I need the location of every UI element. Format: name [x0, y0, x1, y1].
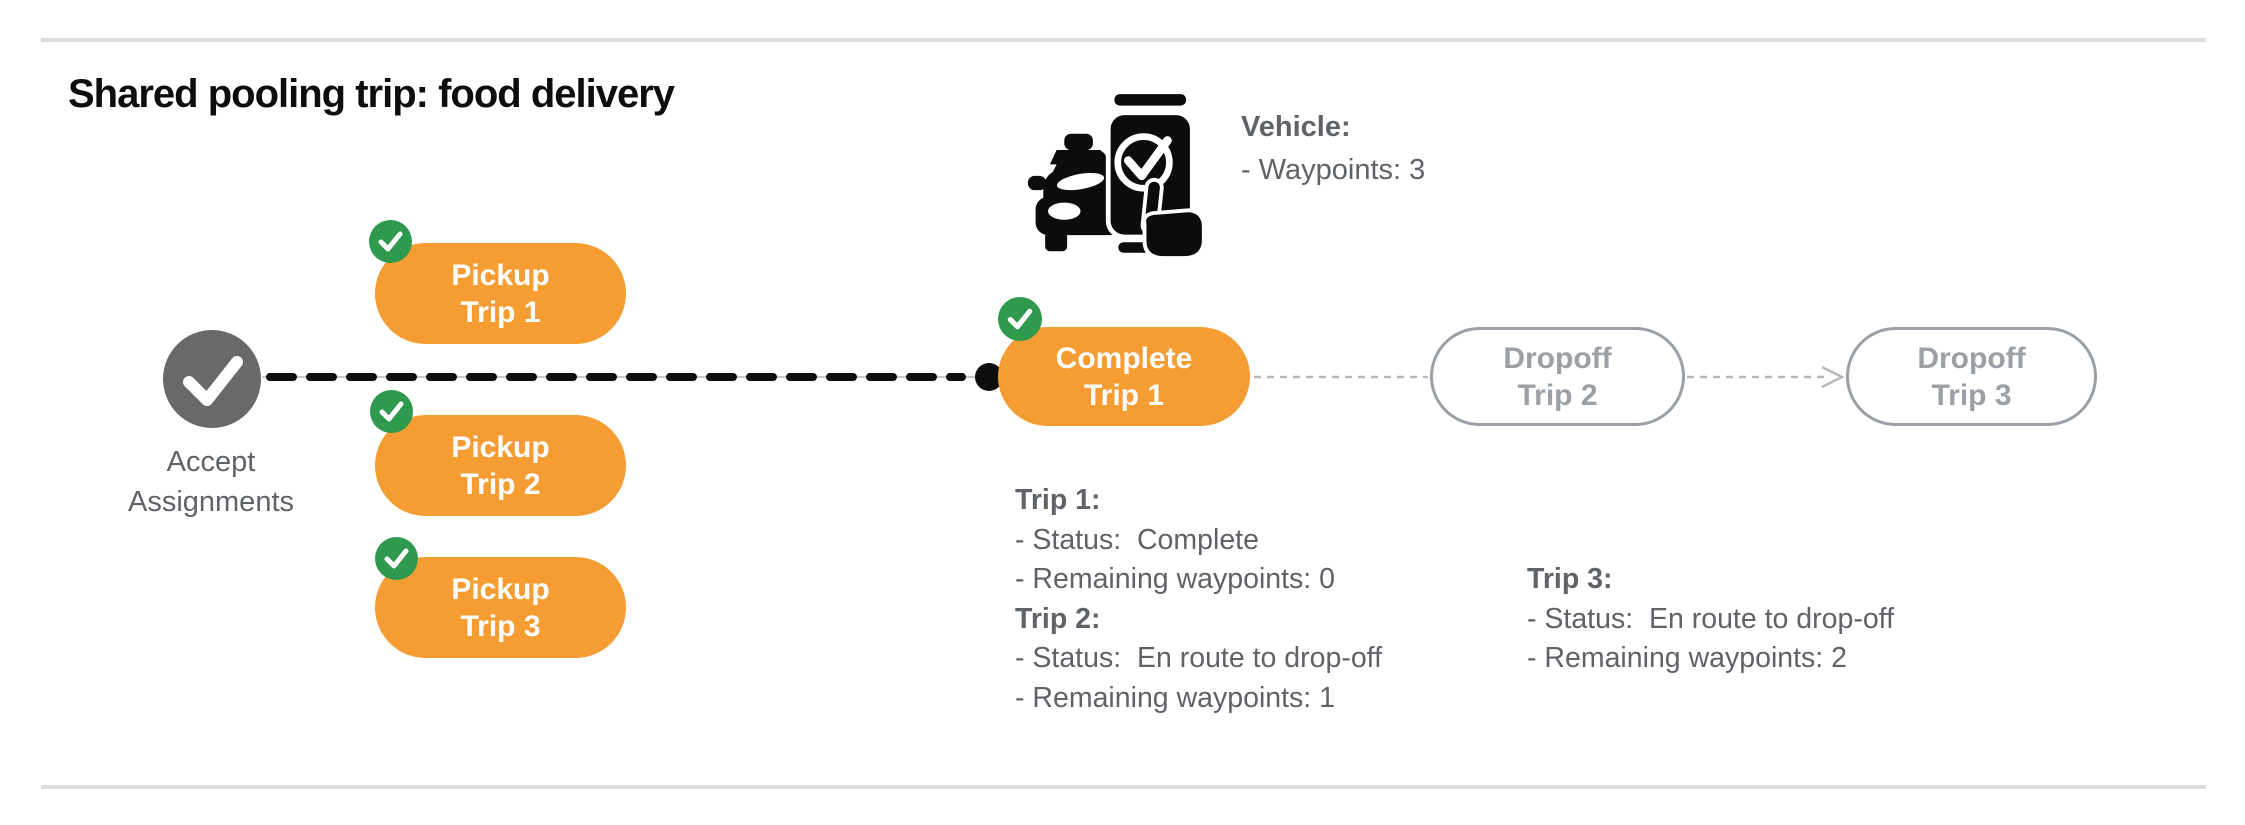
vehicle-label: Vehicle:: [1241, 111, 1351, 143]
check-badge-icon: [998, 297, 1042, 341]
trip-3-status: - Status: En route to drop-off: [1527, 602, 1895, 635]
trip-1-2-status-block: Trip 1: - Status: Complete - Remaining w…: [1015, 481, 1382, 718]
trip-1-waypoints: - Remaining waypoints: 0: [1015, 563, 1335, 595]
page-title: Shared pooling trip: food delivery: [68, 72, 675, 116]
accept-assignments-node: [163, 330, 261, 428]
trip-3-heading: Trip 3:: [1527, 563, 1613, 595]
trip-2-status: - Status: En route to drop-off: [1015, 642, 1383, 674]
complete-trip-1-node: Complete Trip 1: [998, 327, 1250, 426]
pickup-trip-1-node: Pickup Trip 1: [375, 243, 626, 344]
trip-2-heading: Trip 2:: [1015, 602, 1101, 635]
check-badge-icon: [370, 390, 413, 433]
trip-1-status: - Status: Complete: [1015, 523, 1259, 556]
check-badge-icon: [369, 220, 412, 263]
trip-3-status-block: Trip 3: - Status: En route to drop-off -…: [1527, 560, 1894, 679]
dashed-arrow-icon: [1821, 365, 1845, 389]
bottom-divider: [41, 785, 2206, 789]
pickup-trip-2-node: Pickup Trip 2: [375, 415, 626, 516]
dropoff-trip-3-node: Dropoff Trip 3: [1846, 327, 2097, 426]
trip-1-heading: Trip 1:: [1015, 484, 1101, 516]
trip-2-waypoints: - Remaining waypoints: 1: [1015, 681, 1335, 714]
current-position-dot: [975, 363, 1003, 391]
trip-3-waypoints: - Remaining waypoints: 2: [1527, 642, 1847, 674]
dropoff-trip-2-node: Dropoff Trip 2: [1430, 327, 1685, 426]
check-icon: [183, 356, 243, 406]
vehicle-info: Vehicle: - Waypoints: 3: [1241, 106, 1425, 192]
top-divider: [41, 38, 2206, 42]
accept-assignments-label: Accept Assignments: [127, 446, 294, 518]
pickup-trip-3-node: Pickup Trip 3: [375, 557, 626, 658]
car-phone-check-icon: [1022, 86, 1206, 260]
vehicle-waypoints: - Waypoints: 3: [1241, 154, 1426, 186]
check-badge-icon: [375, 537, 418, 580]
